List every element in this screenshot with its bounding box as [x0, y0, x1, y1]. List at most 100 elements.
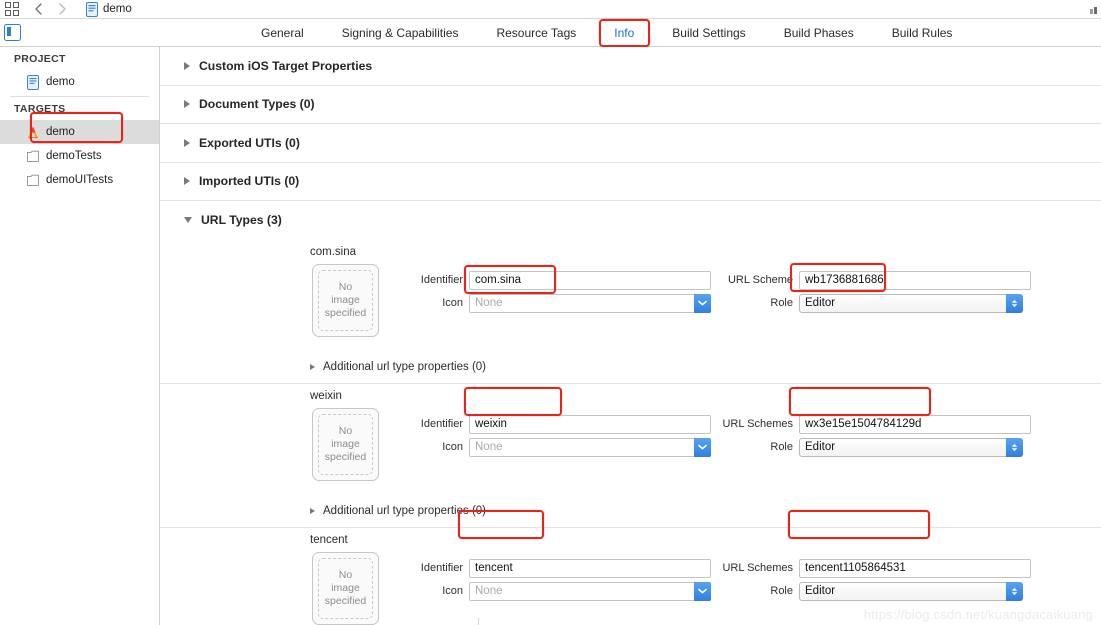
url-type-name: tencent: [160, 528, 1101, 550]
window-toolbar: demo: [0, 0, 1101, 19]
toolbar-right-icon[interactable]: [1089, 4, 1098, 15]
identifier-input[interactable]: weixin: [469, 415, 711, 434]
tab-label: Build Settings: [672, 26, 745, 40]
tab-label: Build Rules: [892, 26, 953, 40]
disclosure-triangle-right-icon[interactable]: [184, 177, 190, 185]
tab-signing-capabilities[interactable]: Signing & Capabilities: [323, 23, 478, 43]
url-type-icon-well[interactable]: No image specified: [312, 264, 379, 337]
disclosure-triangle-right-icon[interactable]: [184, 100, 190, 108]
section-custom-ios-target-properties[interactable]: Custom iOS Target Properties: [160, 47, 1101, 86]
role-select[interactable]: Editor: [799, 294, 1023, 313]
chevron-down-icon[interactable]: [694, 294, 711, 313]
app-target-icon: [26, 125, 40, 140]
stepper-updown-icon[interactable]: [1006, 582, 1023, 601]
no-image-line1: No: [339, 569, 352, 582]
icon-combobox[interactable]: None: [469, 438, 711, 457]
tab-label: Resource Tags: [496, 26, 576, 40]
sidebar-item-label: demoUITests: [46, 174, 113, 186]
target-editor-tabs: General Signing & Capabilities Resource …: [160, 19, 1101, 47]
icon-combobox[interactable]: None: [469, 582, 711, 601]
role-row: Role Editor: [719, 438, 1023, 457]
identifier-row: Identifier com.sina: [406, 271, 711, 290]
sidebar-item-label: demoTests: [46, 150, 102, 162]
tab-build-phases[interactable]: Build Phases: [765, 23, 873, 43]
url-scheme-input[interactable]: wx3e15e1504784129d: [799, 415, 1031, 434]
url-scheme-input[interactable]: wb1736881686: [799, 271, 1031, 290]
role-row: Role Editor: [719, 582, 1023, 601]
icon-combobox-placeholder: None: [475, 297, 503, 309]
section-url-types[interactable]: URL Types (3): [160, 201, 1101, 240]
url-scheme-row: URL Scheme wb1736881686: [719, 271, 1031, 290]
icon-label: Icon: [406, 585, 463, 597]
disclosure-triangle-down-icon[interactable]: [184, 217, 192, 223]
tab-general[interactable]: General: [242, 23, 323, 43]
icon-label: Icon: [406, 441, 463, 453]
tab-build-settings[interactable]: Build Settings: [653, 23, 764, 43]
section-title: Document Types (0): [199, 97, 315, 111]
chevron-down-icon[interactable]: [694, 582, 711, 601]
disclosure-triangle-right-icon[interactable]: [310, 364, 315, 370]
disclosure-triangle-right-icon[interactable]: [184, 62, 190, 70]
targets-section-header: TARGETS: [0, 97, 159, 120]
identifier-label: Identifier: [406, 562, 463, 574]
section-document-types[interactable]: Document Types (0): [160, 86, 1101, 125]
additional-properties-row[interactable]: Additional url type properties (0): [160, 500, 1101, 522]
chevron-right-icon[interactable]: [54, 1, 70, 17]
chevron-down-icon[interactable]: [694, 438, 711, 457]
identifier-input[interactable]: com.sina: [469, 271, 711, 290]
sidebar-item-label: demo: [46, 126, 75, 138]
stepper-updown-icon[interactable]: [1006, 294, 1023, 313]
test-target-icon: [26, 149, 40, 164]
chevron-left-icon[interactable]: [31, 1, 47, 17]
no-image-line2: image: [331, 582, 360, 595]
role-select[interactable]: Editor: [799, 438, 1023, 457]
disclosure-triangle-right-icon[interactable]: [184, 139, 190, 147]
no-image-line3: specified: [325, 595, 366, 608]
url-type-icon-well[interactable]: No image specified: [312, 408, 379, 481]
no-image-line3: specified: [325, 451, 366, 464]
role-row: Role Editor: [719, 294, 1023, 313]
sidebar-item-target-demotests[interactable]: demoTests: [0, 144, 159, 168]
url-type-group: weixin No image specified Identifier wei…: [160, 384, 1101, 528]
role-label: Role: [719, 297, 793, 309]
tab-info[interactable]: Info: [595, 23, 653, 43]
identifier-label: Identifier: [406, 418, 463, 430]
role-select-value: Editor: [805, 441, 835, 453]
icon-row: Icon None: [406, 582, 711, 601]
sidebar-item-target-demo[interactable]: demo: [0, 120, 159, 144]
role-label: Role: [719, 585, 793, 597]
sidebar-item-target-demouitests[interactable]: demoUITests: [0, 168, 159, 192]
url-scheme-label: URL Scheme: [719, 274, 793, 286]
sidebar-item-project-demo[interactable]: demo: [0, 70, 159, 94]
identifier-input[interactable]: tencent: [469, 559, 711, 578]
url-scheme-row: URL Schemes wx3e15e1504784129d: [719, 415, 1031, 434]
icon-combobox[interactable]: None: [469, 294, 711, 313]
additional-properties-label: Additional url type properties (0): [323, 505, 486, 517]
additional-properties-row[interactable]: Additional url type properties (0): [160, 356, 1101, 378]
tab-label: Info: [614, 26, 634, 40]
tab-build-rules[interactable]: Build Rules: [873, 23, 972, 43]
section-exported-utis[interactable]: Exported UTIs (0): [160, 124, 1101, 163]
identifier-row: Identifier weixin: [406, 415, 711, 434]
section-imported-utis[interactable]: Imported UTIs (0): [160, 163, 1101, 202]
navigator-panel-toggle-icon[interactable]: [4, 24, 21, 41]
no-image-line3: specified: [325, 307, 366, 320]
stepper-updown-icon[interactable]: [1006, 438, 1023, 457]
url-type-name: weixin: [160, 384, 1101, 406]
disclosure-triangle-right-icon[interactable]: [310, 508, 315, 514]
breadcrumb[interactable]: demo: [86, 2, 132, 17]
url-scheme-input[interactable]: tencent1105864531: [799, 559, 1031, 578]
section-title: Custom iOS Target Properties: [199, 59, 372, 73]
identifier-row: Identifier tencent: [406, 559, 711, 578]
role-select[interactable]: Editor: [799, 582, 1023, 601]
no-image-line1: No: [339, 425, 352, 438]
icon-label: Icon: [406, 297, 463, 309]
url-type-group: com.sina No image specified Identifier c…: [160, 240, 1101, 384]
grid-icon[interactable]: [0, 2, 19, 16]
url-type-icon-well[interactable]: No image specified: [312, 552, 379, 625]
tab-label: Build Phases: [784, 26, 854, 40]
role-select-value: Editor: [805, 297, 835, 309]
tab-resource-tags[interactable]: Resource Tags: [477, 23, 595, 43]
icon-row: Icon None: [406, 438, 711, 457]
